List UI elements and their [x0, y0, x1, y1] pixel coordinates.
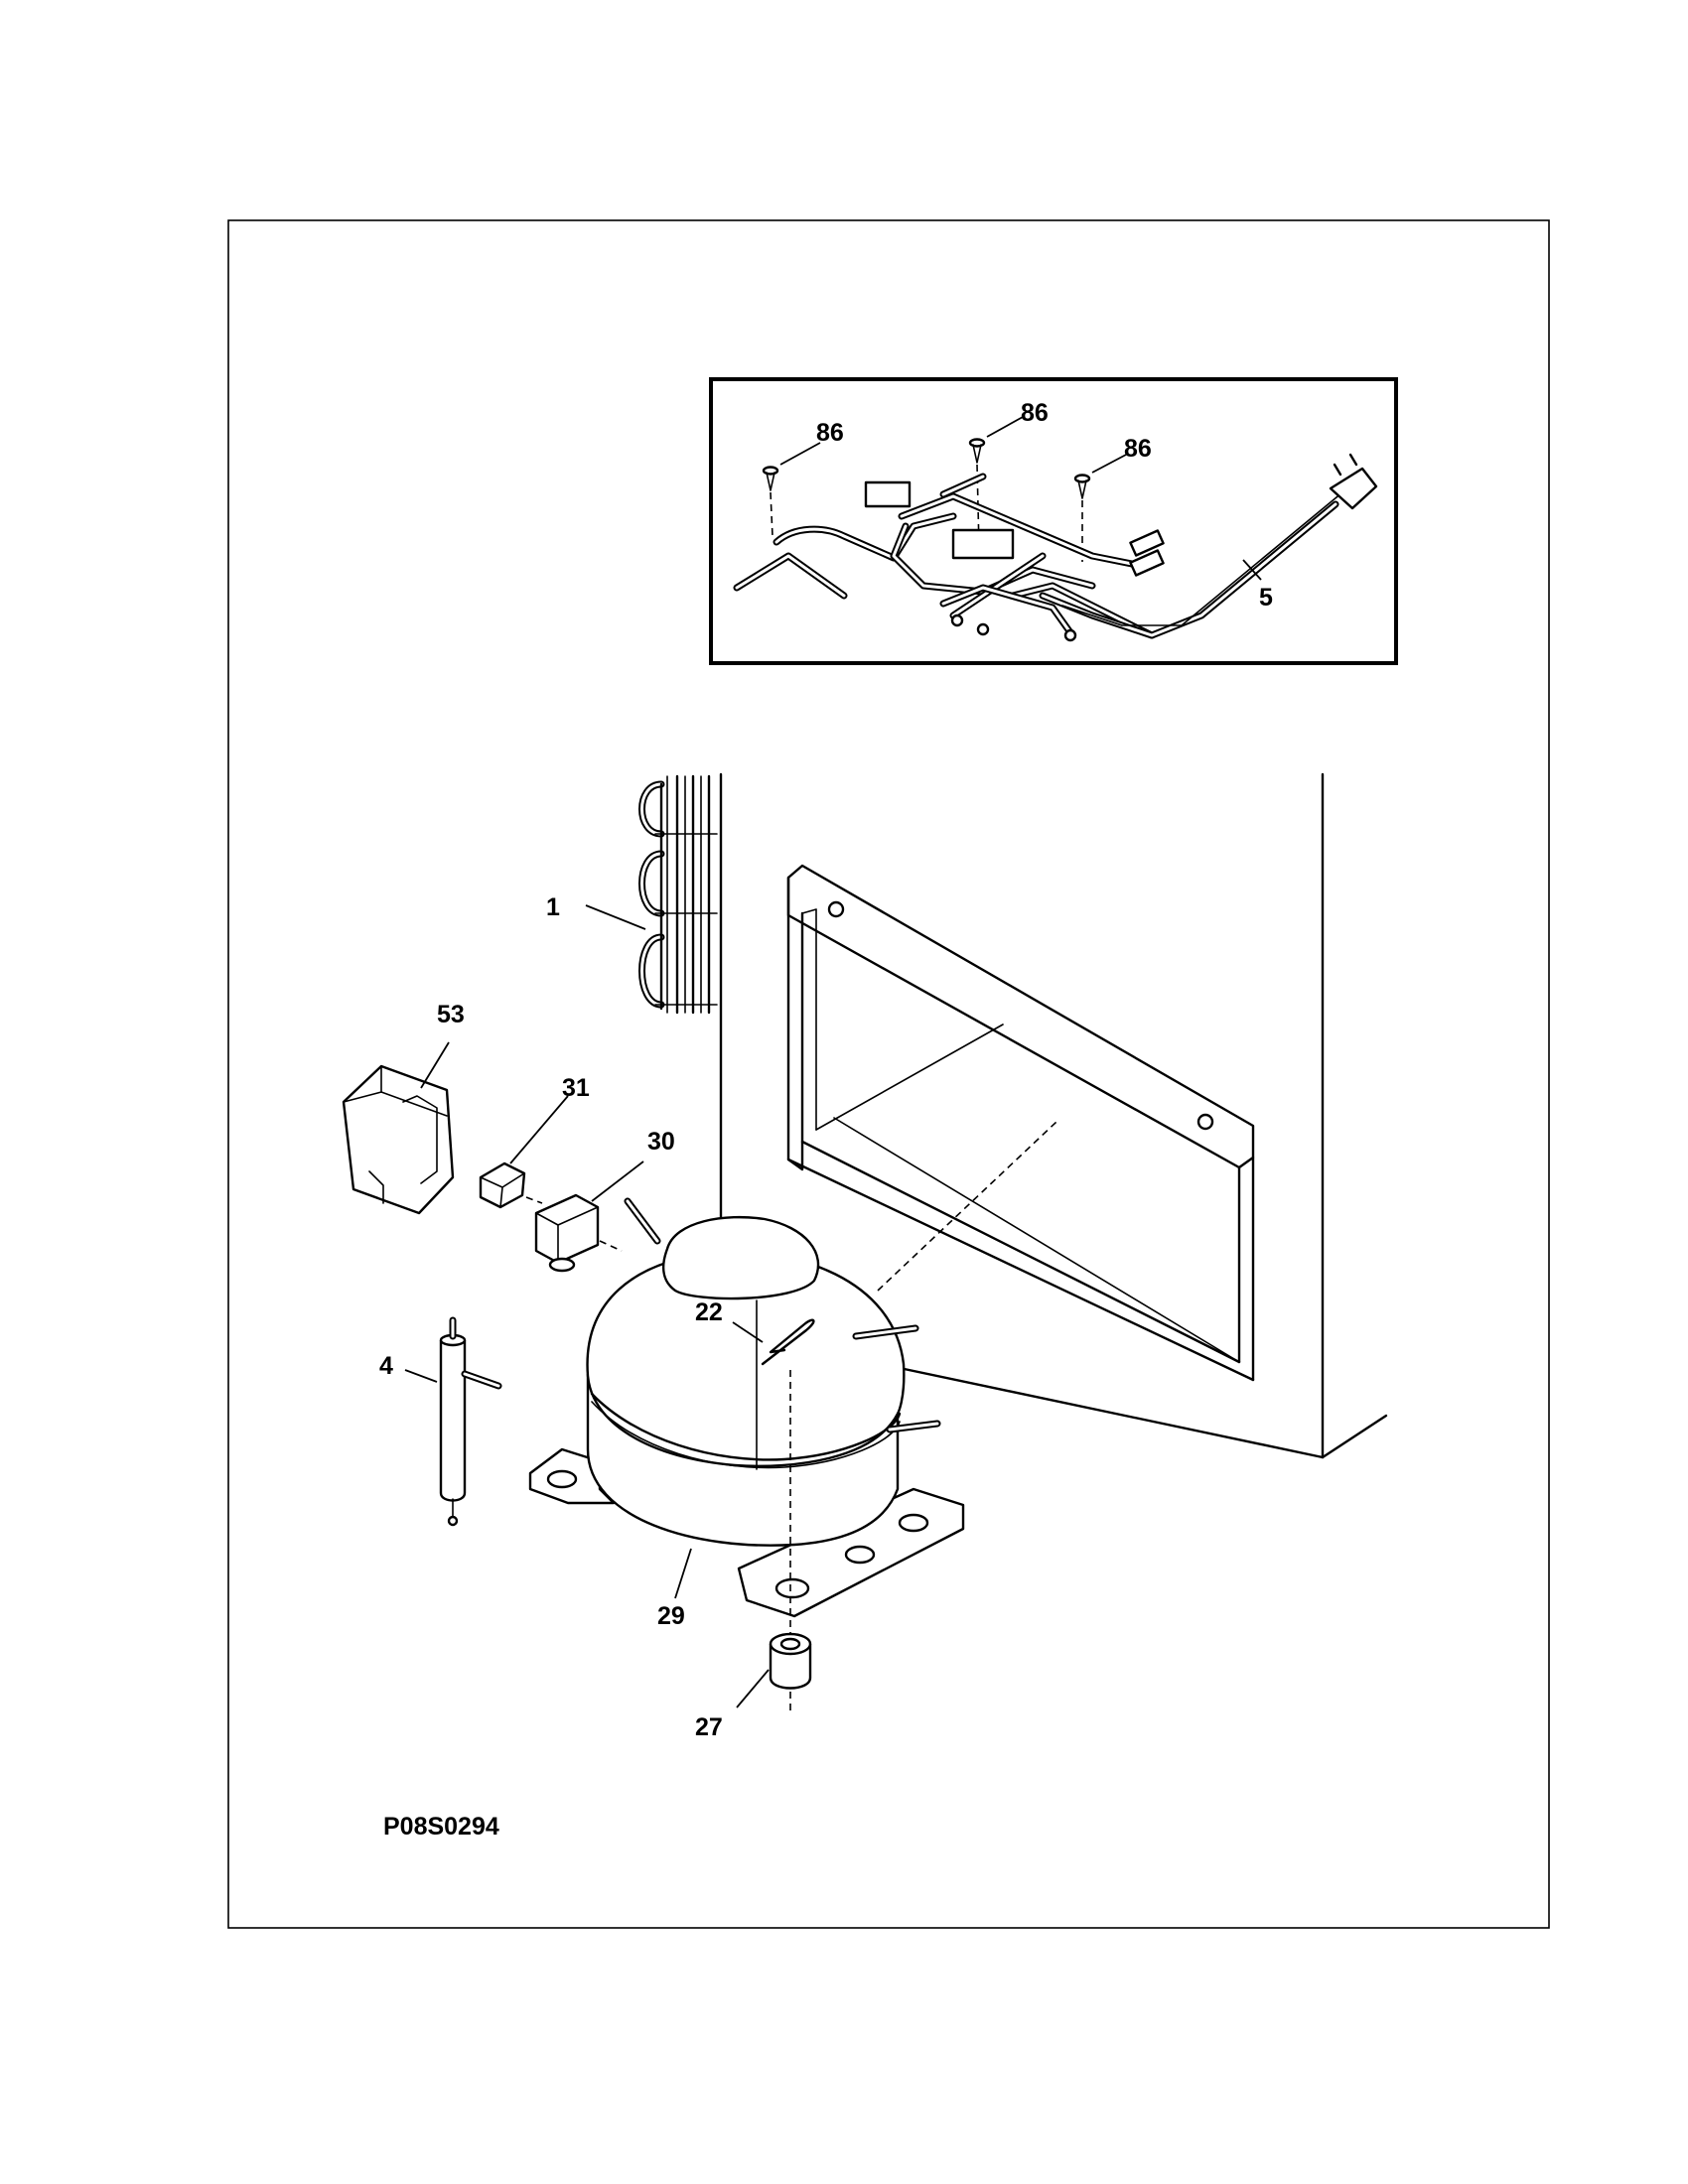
callout-30: 30 [647, 1128, 675, 1156]
callout-86-b: 86 [1021, 399, 1049, 427]
harness-junction-block [951, 528, 1015, 560]
inset-frame [709, 377, 1398, 665]
overload-protector [479, 1095, 569, 1209]
start-relay [534, 1160, 644, 1273]
wiring-harness-inset [709, 377, 1398, 665]
harness-terminal-b [1129, 549, 1165, 577]
callout-4: 4 [379, 1352, 393, 1380]
condenser-coil [585, 774, 718, 1015]
harness-terminal-a [1129, 529, 1165, 557]
compressor [528, 1197, 965, 1711]
page-frame [227, 219, 1550, 1929]
screw-86-a [762, 442, 821, 537]
callout-5: 5 [1259, 584, 1273, 612]
callout-86-c: 86 [1124, 435, 1152, 463]
harness-connector-left [864, 480, 912, 508]
harness-wires [733, 473, 1343, 639]
filter-drier [404, 1316, 502, 1527]
drawing-id: P08S0294 [383, 1813, 499, 1841]
callout-31: 31 [562, 1074, 590, 1102]
relay-cover [342, 1041, 455, 1215]
callout-27: 27 [695, 1713, 723, 1741]
callout-22: 22 [695, 1298, 723, 1326]
callout-53: 53 [437, 1001, 465, 1028]
callout-29: 29 [657, 1602, 685, 1630]
power-plug [1329, 453, 1378, 510]
grommet [736, 1632, 812, 1708]
cabinet-outline [719, 772, 1388, 1459]
callout-1: 1 [546, 893, 560, 921]
callout-86-a: 86 [816, 419, 844, 447]
screw-86-c [1073, 454, 1127, 562]
